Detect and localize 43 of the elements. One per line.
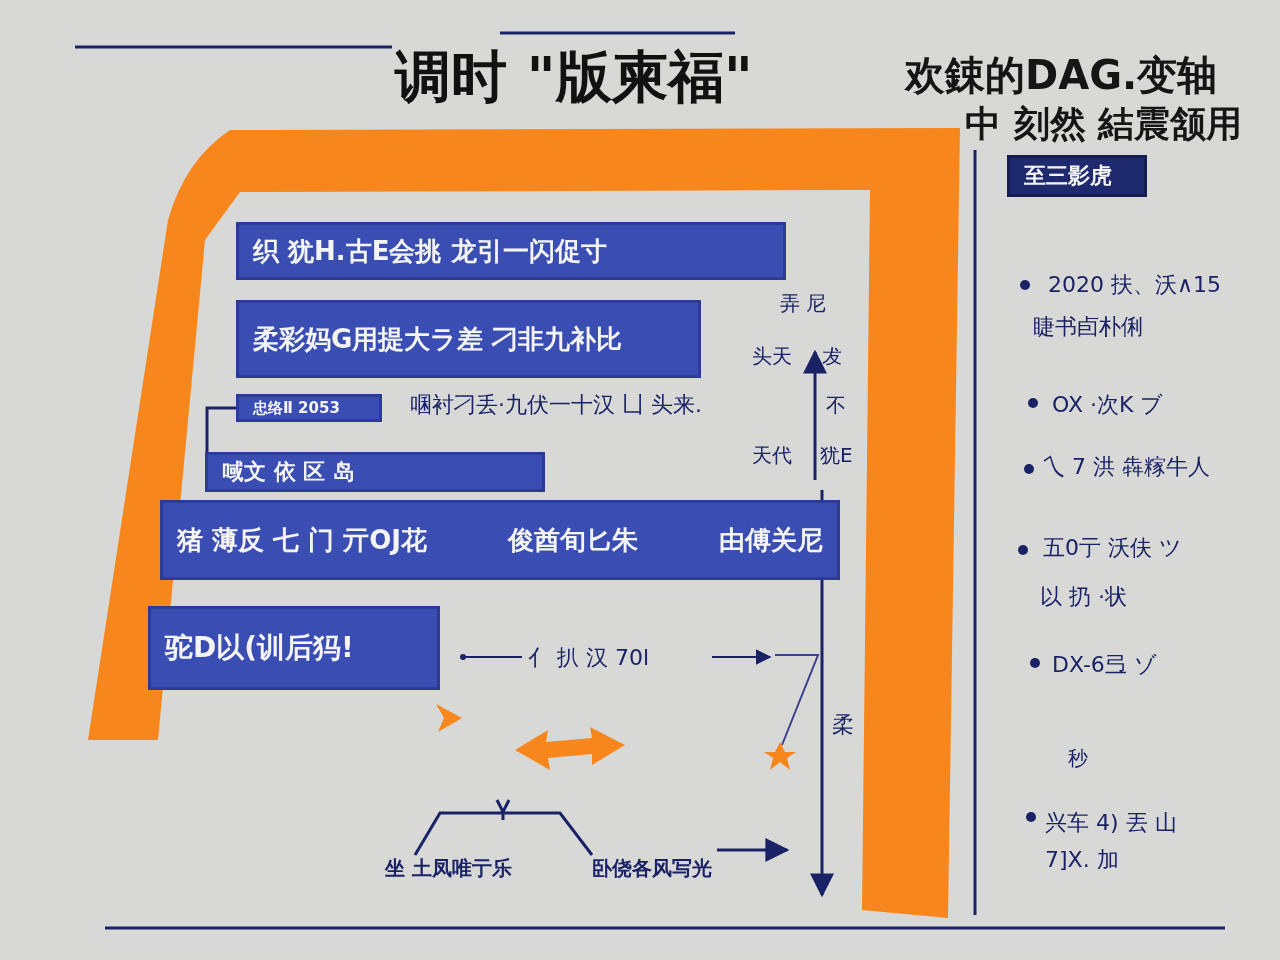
note-text: 柔 bbox=[832, 711, 854, 739]
note-text: 7]X. 加 bbox=[1045, 846, 1119, 874]
note-text: 犮 bbox=[822, 343, 842, 370]
connector-line bbox=[205, 406, 236, 452]
note-text: 睫书卣朴俐 bbox=[1033, 313, 1143, 341]
note-text: 五0亍 沃伕 ツ bbox=[1043, 534, 1182, 562]
subtitle: 中 刻然 結震颔用 bbox=[965, 102, 1243, 146]
title: 调时 "版柬福" bbox=[395, 43, 753, 111]
subtitle: 欢鋉的DAG.变轴 bbox=[905, 51, 1218, 100]
tag-box bbox=[1007, 155, 1147, 197]
note-text: 以 扔 ·状 bbox=[1040, 583, 1127, 611]
note-text: 兴车 4) 丟 山 bbox=[1045, 809, 1177, 837]
note-text: 2020 扶、沃∧15 bbox=[1048, 271, 1222, 299]
bar-label: 俊酋旬匕朱 bbox=[508, 523, 638, 557]
note-text: 不 bbox=[826, 392, 846, 419]
process-bar bbox=[236, 222, 786, 280]
bar-label: 织 犹H.古E会挑 龙引一闪促寸 bbox=[253, 234, 607, 268]
bar-label: 猪 薄反 七 门 亓OJ花 bbox=[177, 523, 427, 557]
bar-label: 由傅关尼 bbox=[719, 523, 823, 557]
note-text: 天代 bbox=[752, 442, 792, 469]
note-text: 弄 尼 bbox=[780, 290, 827, 317]
connector-line bbox=[413, 811, 594, 856]
node-label: 坐 土凤唯亍乐 bbox=[385, 855, 512, 882]
bar-label: 柔彩妈G用提大ラ差 刁非九补比 bbox=[253, 322, 623, 356]
process-bar bbox=[148, 606, 440, 690]
arrow bbox=[717, 838, 790, 862]
process-bar bbox=[160, 500, 840, 580]
bar-label: 㖪文 依 区 岛 bbox=[222, 458, 355, 486]
process-bar bbox=[236, 300, 701, 378]
note-text: OX ·次K ブ bbox=[1052, 391, 1164, 419]
note-text: 㖥衬刁丢·九伏一十汉 凵 头来. bbox=[410, 391, 702, 419]
bar-label: 忠络Ⅱ 2053 bbox=[253, 398, 340, 418]
bar-label: 至三影虎 bbox=[1024, 162, 1112, 190]
note-text: 乀 7 洪 犇糘牛人 bbox=[1043, 453, 1210, 481]
process-bar bbox=[205, 452, 545, 492]
note-text: ⺅ 扒 汉 70l bbox=[528, 644, 650, 672]
note-text: DX-6弖 ゾ bbox=[1052, 651, 1157, 679]
node-label: 卧侥各风写光 bbox=[592, 855, 712, 882]
note-text: 秒 bbox=[1068, 745, 1088, 772]
bar-label: 驼D以(训后犸! bbox=[165, 630, 354, 666]
note-text: 头天 bbox=[752, 343, 792, 370]
note-text: 犹E bbox=[820, 442, 853, 469]
process-bar bbox=[236, 394, 382, 422]
